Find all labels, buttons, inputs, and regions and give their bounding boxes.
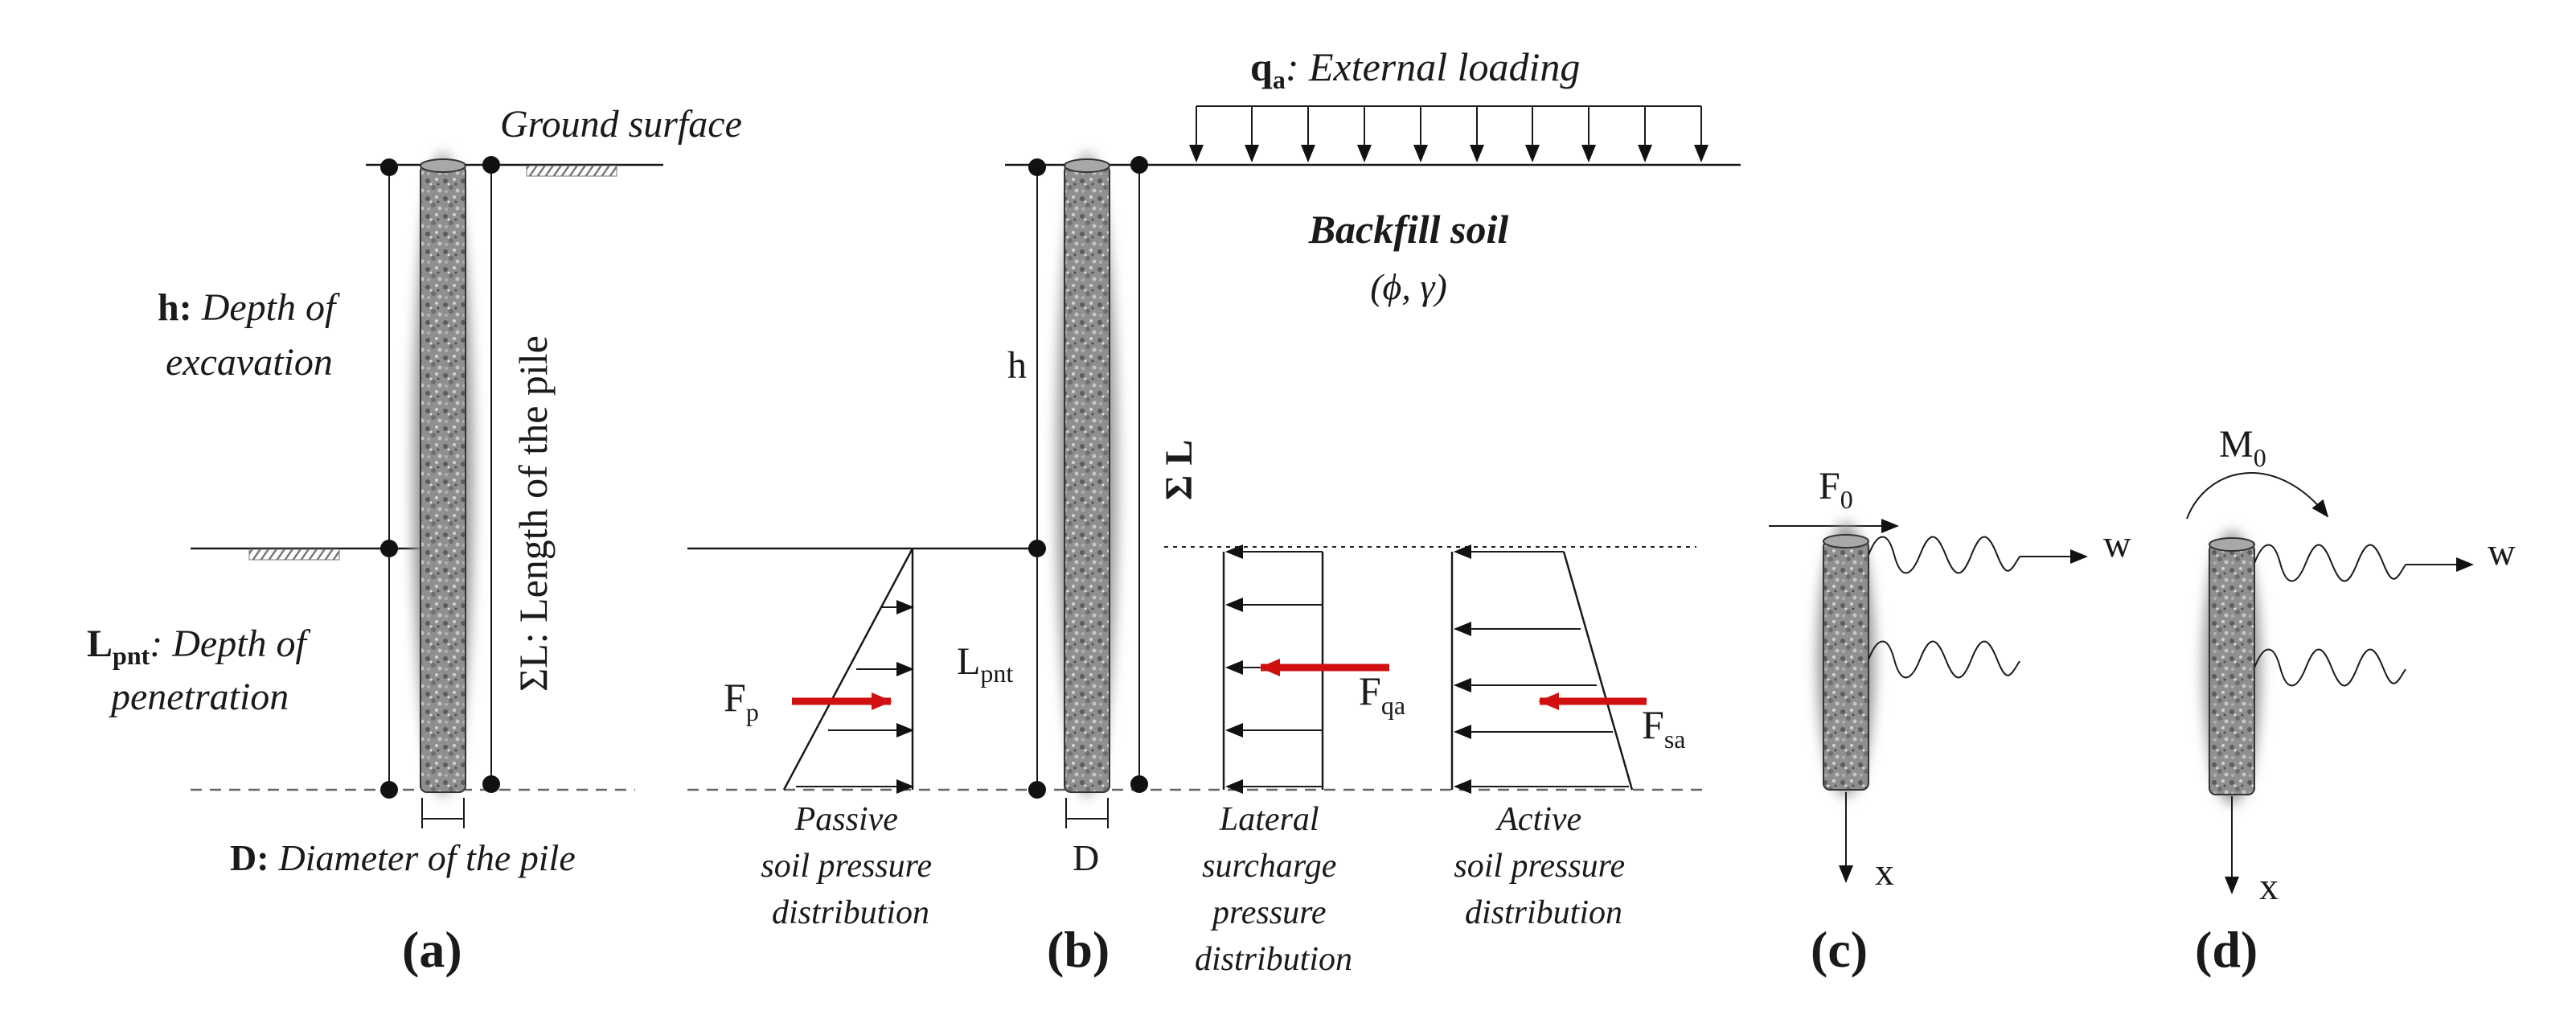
pile: [2209, 543, 2255, 795]
backfill-label: Backfill soil: [1308, 207, 1509, 252]
sum-l-label-b: Σ L: [1158, 440, 1200, 500]
marker-dot: [1130, 156, 1148, 174]
m0-label: M0: [2219, 423, 2266, 472]
w-label-d: w: [2488, 531, 2516, 573]
pile: [1064, 164, 1110, 793]
l-pnt-label-line2: penetration: [109, 676, 289, 718]
pile-top: [2209, 537, 2255, 552]
length-label: ΣL: Length of the pile: [511, 335, 556, 692]
active-caption: Active soil pressure distribution: [1454, 801, 1633, 931]
marker-dot: [1130, 775, 1148, 793]
l-pnt-label-b: Lpnt: [957, 640, 1013, 688]
marker-dot: [1028, 158, 1046, 176]
panel-c: F0 w x (c): [1769, 465, 2131, 978]
panel-b: qa: External loading Backfill soil (ϕ, γ…: [687, 44, 1741, 978]
x-label-c: x: [1875, 851, 1894, 894]
external-load-arrows: [1189, 106, 1708, 162]
passive-slope-line: [782, 548, 914, 791]
lateral-caption: Lateral surcharge pressure distribution: [1195, 801, 1352, 978]
fsa-label: Fsa: [1642, 702, 1685, 754]
caption-d: (d): [2195, 921, 2258, 978]
external-loading-label: qa: External loading: [1250, 44, 1580, 94]
pile-top: [420, 158, 466, 173]
h-label: h:Depth of: [158, 286, 340, 329]
active-slope-line: [1562, 551, 1634, 791]
panel-d: M0 w x (d): [2186, 423, 2516, 978]
passive-pressure-diagram: [782, 548, 914, 794]
marker-dot: [380, 158, 398, 176]
marker-dot: [482, 775, 500, 793]
spring-upper: [1868, 536, 2020, 574]
marker-dot: [1028, 540, 1046, 557]
passive-caption: Passive soil pressure distribution: [761, 801, 940, 931]
marker-dot: [1028, 781, 1046, 799]
h-label-line2: excavation: [166, 341, 333, 384]
pile-top: [1823, 534, 1869, 548]
l-pnt-label: Lpnt: Depth of: [87, 622, 311, 670]
spring-lower: [2254, 648, 2406, 687]
ground-surface-label: Ground surface: [500, 103, 742, 146]
caption-b: (b): [1047, 921, 1110, 978]
surcharge-pressure-diagram: [1222, 544, 1389, 794]
caption-c: (c): [1811, 921, 1868, 978]
pile: [1823, 540, 1869, 791]
ground-hatch-top: [526, 165, 617, 177]
spring-upper: [2254, 544, 2406, 582]
spring-lower: [1868, 640, 2020, 679]
marker-dot: [380, 781, 398, 799]
f0-label: F0: [1819, 465, 1853, 514]
fqa-label: Fqa: [1359, 668, 1405, 720]
pile: [420, 164, 466, 793]
ground-hatch-excavation: [248, 548, 340, 561]
panel-a: Ground surface h:Depth of excavation ΣL:…: [87, 103, 742, 978]
pile-top: [1064, 158, 1110, 173]
marker-dot: [482, 156, 500, 174]
marker-dot: [380, 540, 398, 557]
w-label-c: w: [2103, 523, 2131, 565]
fp-label: Fp: [724, 675, 759, 726]
d-label: D:Diameter of the pile: [230, 837, 576, 878]
soil-params-label: (ϕ, γ): [1370, 266, 1447, 307]
h-label-b: h: [1007, 344, 1027, 387]
caption-a: (a): [402, 921, 462, 978]
d-label-b: D: [1073, 837, 1099, 878]
x-label-d: x: [2259, 865, 2279, 908]
active-pressure-diagram: [1450, 544, 1647, 794]
m0-moment-arrow: [2186, 472, 2329, 520]
